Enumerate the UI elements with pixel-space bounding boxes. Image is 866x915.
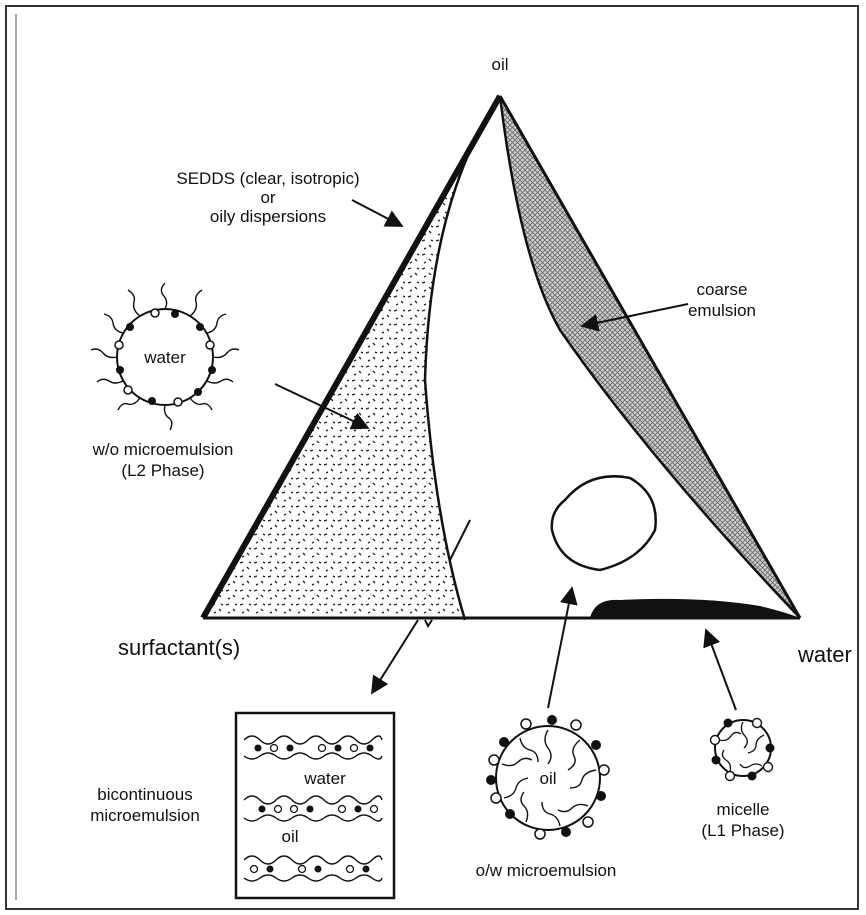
micelle-schematic [711, 719, 775, 781]
vertex-label-water: water [797, 642, 852, 667]
ow-region-blob [552, 476, 656, 570]
vertex-label-surfactant: surfactant(s) [118, 635, 240, 660]
coarse-label-line2: emulsion [688, 301, 756, 320]
bicontinuous-arrow [372, 620, 418, 693]
micelle-arrow [706, 630, 736, 710]
vertex-label-oil: oil [491, 55, 508, 74]
bicontinuous-label-line2: microemulsion [90, 806, 200, 825]
bicontinuous-oil-label: oil [281, 827, 298, 846]
wo-core-label: water [143, 348, 186, 367]
base-kink [425, 620, 432, 626]
sedds-label-line1: SEDDS (clear, isotropic) [176, 169, 359, 188]
micelle-region [590, 599, 800, 618]
micelle-label-line2: (L1 Phase) [701, 821, 784, 840]
wo-label-line1: w/o microemulsion [92, 440, 234, 459]
bicontinuous-water-label: water [303, 769, 346, 788]
wo-label-line2: (L2 Phase) [121, 461, 204, 480]
sedds-label: SEDDS (clear, isotropic) or oily dispers… [176, 169, 359, 226]
sedds-arrow [352, 200, 402, 226]
ow-arrow [548, 588, 572, 708]
bicontinuous-label-line1: bicontinuous [97, 785, 192, 804]
coarse-label-line1: coarse [696, 280, 747, 299]
sedds-label-line3: oily dispersions [210, 207, 326, 226]
micelle-label-line1: micelle [717, 800, 770, 819]
ow-label: o/w microemulsion [476, 861, 617, 880]
ow-core-label: oil [539, 769, 556, 788]
bicontinuous-tick [450, 520, 470, 560]
sedds-label-line2: or [260, 188, 275, 207]
